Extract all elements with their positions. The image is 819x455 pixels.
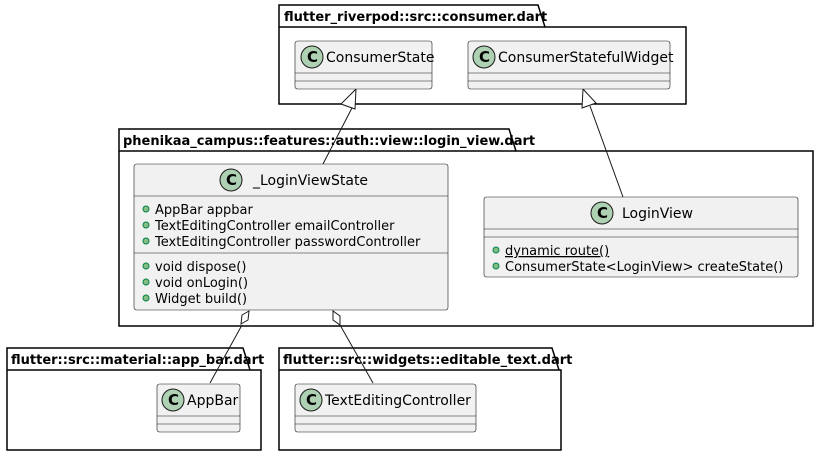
- field: TextEditingController passwordController: [154, 235, 421, 250]
- method: void onLogin(): [155, 276, 248, 291]
- class-name: LoginView: [622, 206, 693, 222]
- package-label: flutter::src::widgets::editable_text.dar…: [283, 353, 572, 368]
- aggregation-edge: [339, 324, 374, 384]
- class-name: ConsumerStatefulWidget: [498, 50, 674, 66]
- class-icon: [300, 45, 324, 69]
- inheritance-arrowhead: [340, 87, 357, 110]
- aggregation-diamond: [332, 310, 341, 326]
- class-login-view: C LoginView dynamic route() ConsumerStat…: [483, 196, 799, 278]
- class-icon: [161, 388, 185, 412]
- class-icon: [590, 201, 614, 225]
- class-glyph: C: [168, 391, 179, 409]
- public-visibility-icon: [142, 205, 150, 213]
- class-icon: [299, 388, 323, 412]
- class-text-editing-controller: C TextEditingController: [294, 383, 477, 433]
- edges: [209, 87, 624, 384]
- inheritance-edge: [589, 105, 624, 198]
- aggregation-edge: [209, 324, 243, 384]
- class-login-view-state: C _LoginViewState AppBar appbar TextEdit…: [133, 163, 449, 311]
- class-name: TextEditingController: [324, 393, 471, 409]
- method: ConsumerState<LoginView> createState(): [505, 260, 783, 275]
- class-icon: [472, 45, 496, 69]
- method: void dispose(): [155, 260, 246, 275]
- class-glyph: C: [226, 171, 237, 189]
- class-name: AppBar: [187, 393, 239, 409]
- method: Widget build(): [155, 292, 247, 307]
- class-glyph: C: [306, 391, 317, 409]
- class-name: _LoginViewState: [252, 173, 368, 189]
- inheritance-edge: [322, 105, 354, 165]
- class-consumer-state: C ConsumerState: [294, 40, 434, 90]
- class-name: ConsumerState: [326, 50, 434, 66]
- class-glyph: C: [597, 204, 608, 222]
- inheritance-arrowhead: [581, 87, 597, 109]
- static-method: dynamic route(): [505, 244, 609, 259]
- public-visibility-icon: [142, 294, 150, 302]
- field-list: AppBar appbar TextEditingController emai…: [142, 203, 421, 250]
- aggregation-diamond: [240, 310, 250, 325]
- method-list: void dispose() void onLogin() Widget bui…: [142, 260, 248, 307]
- public-visibility-icon: [142, 278, 150, 286]
- class-icon: [219, 168, 243, 192]
- package-label: flutter_riverpod::src::consumer.dart: [284, 10, 547, 25]
- method-list: dynamic route() ConsumerState<LoginView>…: [492, 244, 783, 275]
- public-visibility-icon: [492, 262, 500, 270]
- class-glyph: C: [479, 48, 490, 66]
- public-visibility-icon: [142, 237, 150, 245]
- public-visibility-icon: [492, 246, 500, 254]
- field: TextEditingController emailController: [154, 219, 395, 234]
- package-label: phenikaa_campus::features::auth::view::l…: [123, 134, 535, 149]
- public-visibility-icon: [142, 262, 150, 270]
- package-label: flutter::src::material::app_bar.dart: [11, 353, 264, 368]
- class-app-bar: C AppBar: [156, 383, 241, 433]
- public-visibility-icon: [142, 221, 150, 229]
- field: AppBar appbar: [155, 203, 253, 218]
- class-consumer-stateful-widget: C ConsumerStatefulWidget: [467, 40, 674, 90]
- class-glyph: C: [307, 48, 318, 66]
